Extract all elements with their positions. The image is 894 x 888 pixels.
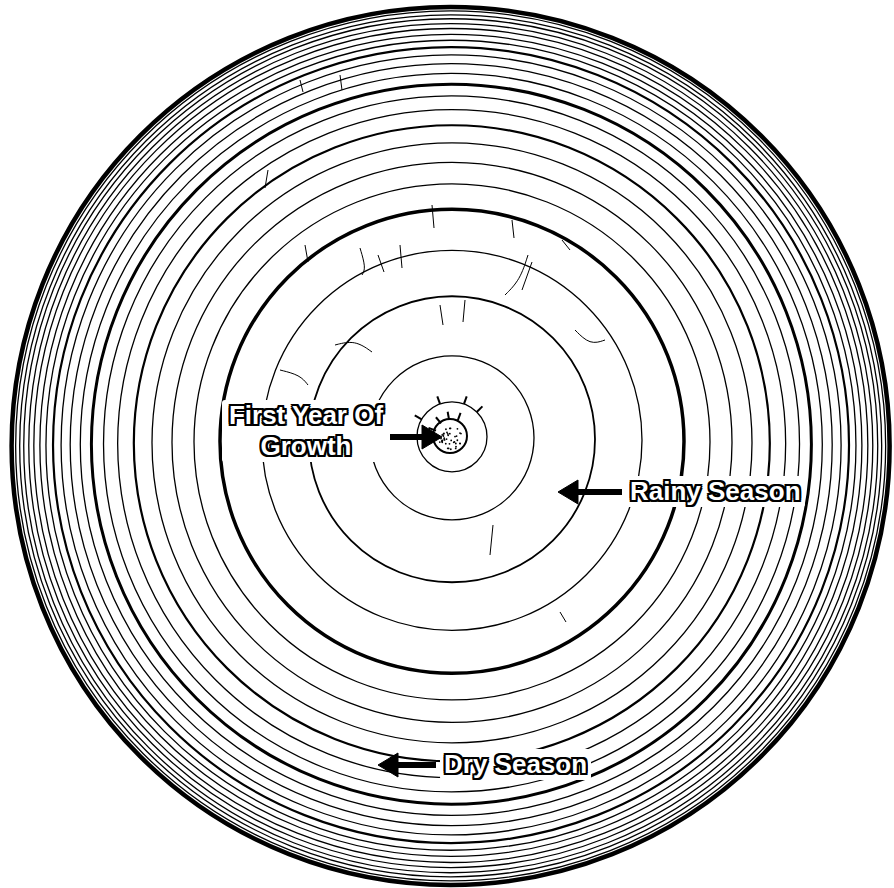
wood-crack: [560, 612, 566, 622]
wood-crack: [432, 205, 434, 228]
pith-stipple: [446, 431, 448, 433]
growth-ring: [53, 47, 849, 843]
pith-stipple: [456, 439, 458, 441]
arrow-shaft: [390, 434, 424, 440]
pith-stipple: [455, 446, 457, 448]
arrow-head: [422, 425, 442, 449]
pith-stipple: [449, 433, 451, 435]
ring-spike: [477, 406, 483, 412]
pith-stipple: [441, 440, 443, 442]
ring-spike: [448, 412, 449, 420]
pith-stipple: [453, 441, 455, 443]
pith-stipple: [449, 427, 451, 429]
pith-stipple: [455, 443, 457, 445]
growth-ring: [134, 125, 770, 761]
ring-spike: [415, 415, 422, 419]
growth-ring: [194, 184, 710, 700]
wood-crack: [300, 80, 303, 92]
ring-spike: [464, 396, 467, 404]
callout-label: Dry Season: [440, 749, 591, 780]
pith-stipple: [448, 448, 450, 450]
growth-ring: [417, 402, 487, 472]
wood-crack: [400, 245, 402, 268]
wood-crack: [340, 75, 342, 90]
pith-stipple: [443, 433, 445, 435]
growth-ring: [34, 28, 868, 862]
ring-spike: [436, 417, 441, 423]
wood-crack: [360, 248, 364, 275]
growth-ring: [220, 209, 684, 673]
pith-stipple: [445, 428, 447, 430]
wood-crack: [490, 525, 493, 555]
pith-stipple: [455, 448, 457, 450]
arrow-shaft: [396, 762, 436, 768]
wood-crack: [463, 300, 465, 322]
pith-stipple: [456, 435, 458, 437]
wood-crack: [265, 170, 268, 188]
wood-crack: [562, 240, 570, 250]
callout-label: Rainy Season: [626, 476, 805, 507]
growth-ring: [12, 7, 890, 885]
growth-ring: [40, 34, 862, 856]
growth-ring: [80, 73, 822, 815]
wood-crack: [505, 255, 528, 295]
growth-ring: [16, 11, 886, 881]
pith-stipple: [459, 443, 461, 445]
pith-stipple: [443, 438, 445, 440]
wood-crack: [280, 370, 308, 385]
arrow-head: [378, 753, 398, 777]
growth-ring: [20, 15, 882, 877]
pith-stipple: [447, 447, 449, 449]
pith-stipple: [439, 441, 441, 443]
pith-stipple: [441, 440, 443, 442]
growth-ring: [91, 84, 811, 804]
wood-crack: [378, 255, 384, 272]
pith-stipple: [443, 435, 445, 437]
growth-ring: [152, 143, 752, 743]
growth-ring: [172, 162, 732, 722]
pith-stipple: [454, 436, 456, 438]
growth-ring: [29, 24, 873, 868]
pith-stipple: [450, 440, 452, 442]
pith-stipple: [460, 433, 462, 435]
arrow-head: [558, 480, 578, 504]
wood-crack: [522, 262, 532, 290]
pith-stipple: [454, 441, 456, 443]
pith-stipple: [457, 428, 459, 430]
growth-ring: [104, 96, 800, 792]
wood-crack: [440, 305, 443, 325]
growth-ring: [70, 64, 832, 826]
ring-spike: [437, 396, 440, 404]
arrow-shaft: [576, 489, 622, 495]
growth-ring: [370, 356, 534, 520]
wood-crack: [335, 342, 372, 352]
growth-ring: [61, 55, 841, 835]
growth-ring: [46, 40, 856, 850]
pith-stipple: [450, 448, 452, 450]
callout-label: First Year Of Growth: [222, 400, 390, 462]
pith-stipple: [449, 443, 451, 445]
ring-spike: [458, 413, 461, 421]
pith-stipple: [459, 442, 461, 444]
pith-stipple: [446, 438, 448, 440]
pith-stipple: [442, 440, 444, 442]
wood-crack: [305, 245, 308, 262]
wood-crack: [575, 330, 605, 342]
pith-stipple: [450, 427, 452, 429]
growth-ring: [24, 19, 878, 873]
wood-crack: [512, 220, 514, 238]
pith-stipple: [445, 443, 447, 445]
pith-stipple: [459, 432, 461, 434]
pith-stipple: [444, 439, 446, 441]
growth-ring: [118, 110, 786, 778]
